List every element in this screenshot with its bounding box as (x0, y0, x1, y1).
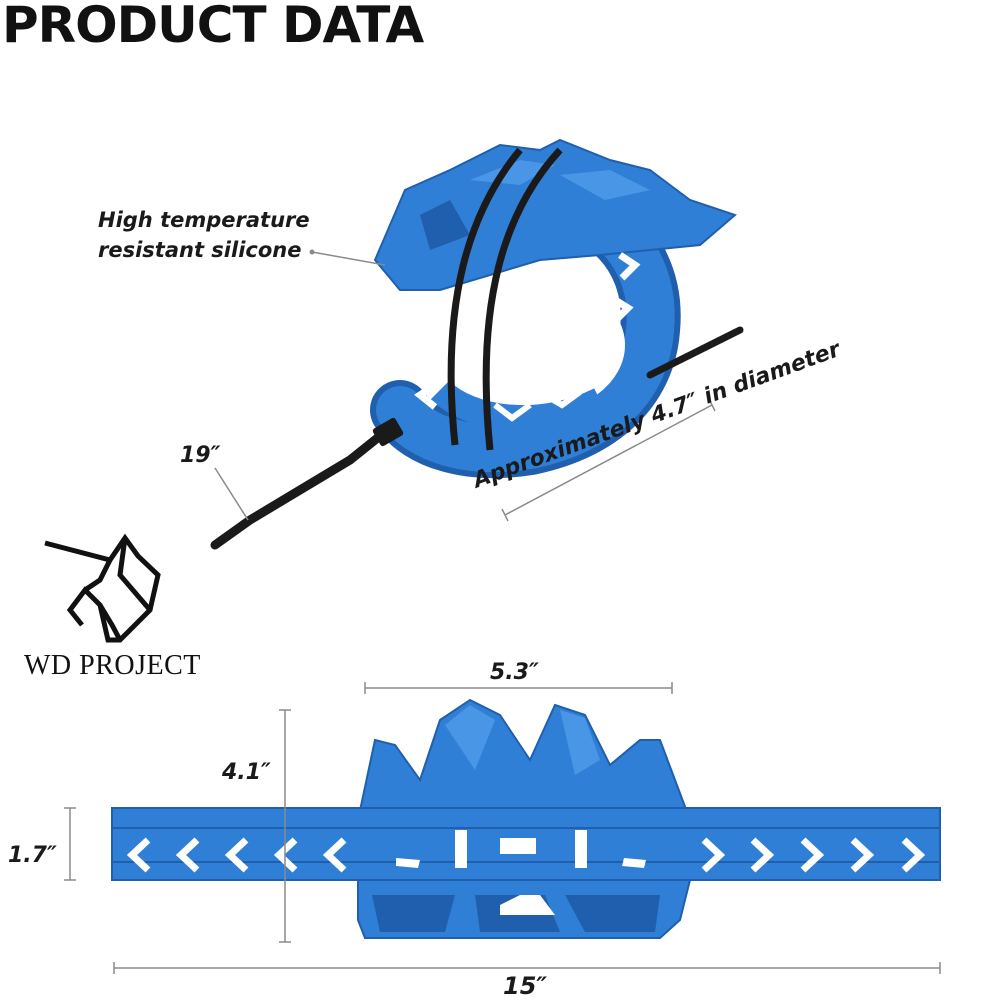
height-dimension-label: 4.1″ (222, 760, 271, 785)
band-width-dimension-line (64, 807, 76, 881)
wrapped-guard-image (210, 138, 744, 550)
material-callout: High temperature resistant silicone (98, 205, 310, 265)
material-leader-line (311, 251, 386, 266)
tie-leader-line (214, 467, 249, 521)
length-dimension-label: 15″ (503, 972, 548, 1000)
unicorn-head-icon (44, 533, 161, 643)
brand-name: WD PROJECT (24, 650, 201, 681)
material-callout-line2: resistant silicone (98, 238, 302, 262)
page-title: PRODUCT DATA (2, 0, 424, 54)
width-dimension-line (364, 682, 673, 694)
flat-guard-image (111, 698, 941, 939)
material-callout-line1: High temperature (98, 208, 310, 232)
band-width-dimension-label: 1.7″ (8, 843, 57, 868)
cable-tie-length-label: 19″ (180, 443, 221, 468)
height-dimension-line (279, 709, 291, 943)
diameter-dimension-line (501, 398, 716, 522)
width-dimension-label: 5.3″ (490, 660, 539, 685)
length-dimension-line (113, 962, 941, 974)
